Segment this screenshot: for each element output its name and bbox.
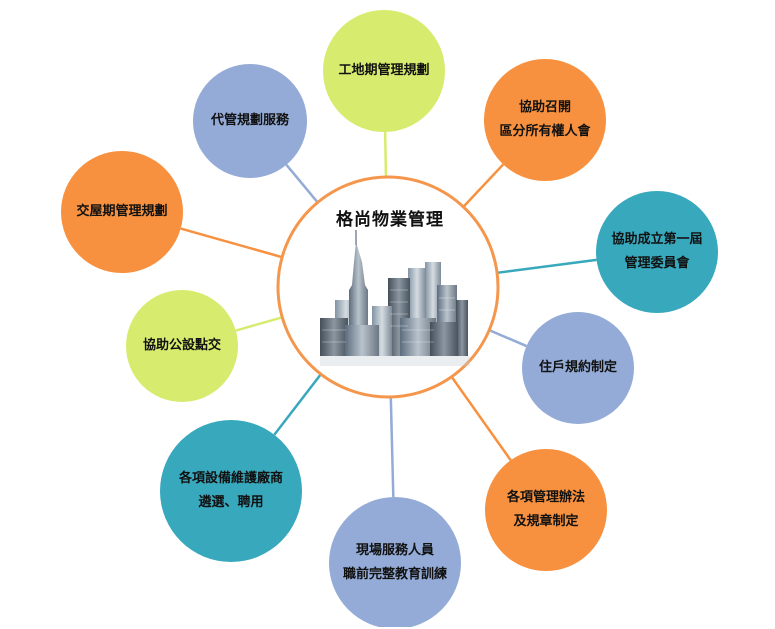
node-circles <box>61 10 718 627</box>
connector-n4 <box>488 328 527 348</box>
node-text-line: 各項管理辦法 <box>506 490 585 505</box>
node-label-n8: 協助公設點交 <box>126 290 238 402</box>
node-label-n6: 現場服務人員職前完整教育訓練 <box>329 497 461 629</box>
node-label-n3: 協助成立第一屆管理委員會 <box>596 191 718 313</box>
node-text-line: 遴選、聘用 <box>198 495 264 510</box>
node-circle-n8 <box>126 290 238 402</box>
node-text-line: 協助公設點交 <box>142 338 221 353</box>
hub-title: 格尚物業管理 <box>336 210 444 230</box>
hub-node <box>276 175 500 399</box>
city-skyline-image <box>320 230 470 366</box>
node-label-n7: 各項設備維護廠商遴選、聘用 <box>160 420 302 562</box>
connector-n3 <box>496 258 597 275</box>
connector-n5 <box>450 376 512 461</box>
node-label-n2: 協助召開區分所有權人會 <box>484 59 606 181</box>
connector-n9 <box>180 227 283 259</box>
connector-n10 <box>285 164 319 204</box>
node-text-line: 協助成立第一屆 <box>611 232 703 247</box>
node-text-line: 現場服務人員 <box>355 543 434 558</box>
node-circle-n3 <box>596 191 718 313</box>
connector-n7 <box>273 373 322 436</box>
node-circle-n2 <box>484 59 606 181</box>
node-circle-n4 <box>522 312 634 424</box>
node-label-n4: 住戶規約制定 <box>522 312 634 424</box>
node-text-line: 職前完整教育訓練 <box>342 567 447 582</box>
connector-n8 <box>235 316 283 332</box>
node-text-line: 區分所有權人會 <box>499 124 591 139</box>
connector-lines <box>180 131 597 498</box>
node-label-n9: 交屋期管理規劃 <box>61 151 183 273</box>
node-text-line: 協助召開 <box>518 100 571 115</box>
node-label-n5: 各項管理辦法及規章制定 <box>485 449 607 571</box>
node-circle-n6 <box>329 497 461 627</box>
node-circle-n10 <box>193 64 307 178</box>
node-circle-n7 <box>160 420 302 562</box>
connector-n6 <box>389 396 395 498</box>
node-circle-n1 <box>323 10 445 132</box>
connector-n1 <box>383 131 388 178</box>
node-text-line: 工地期管理規劃 <box>338 63 430 78</box>
node-text-line: 交屋期管理規劃 <box>76 204 168 219</box>
node-label-n1: 工地期管理規劃 <box>323 10 445 132</box>
node-text-line: 住戶規約制定 <box>538 360 617 375</box>
node-text-line: 各項設備維護廠商 <box>178 471 283 486</box>
node-circle-n5 <box>485 449 607 571</box>
node-text-line: 管理委員會 <box>624 256 690 271</box>
connector-n2 <box>462 163 505 208</box>
node-text-line: 代管規劃服務 <box>210 113 289 128</box>
node-text-line: 及規章制定 <box>513 514 579 529</box>
node-label-n10: 代管規劃服務 <box>193 64 307 178</box>
node-circle-n9 <box>61 151 183 273</box>
